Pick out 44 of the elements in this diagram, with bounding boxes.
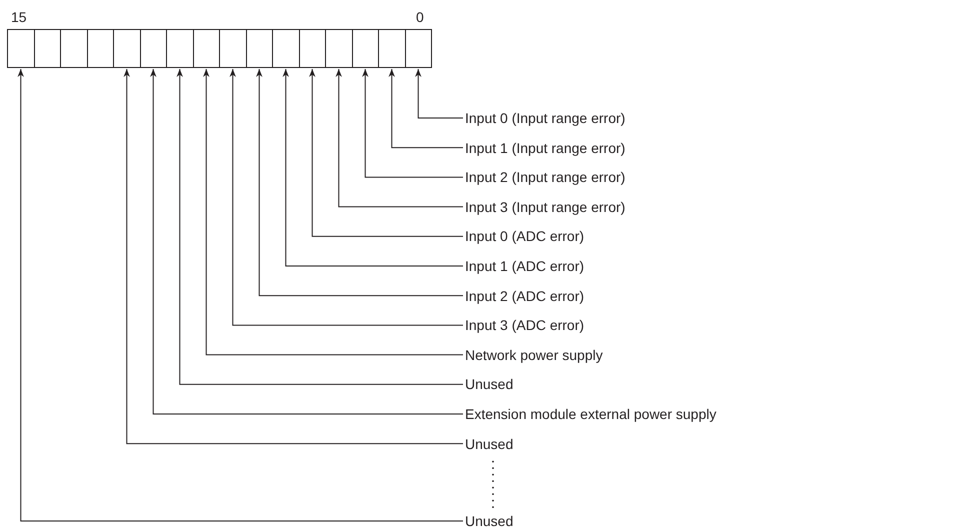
register-bit-cell: [352, 29, 379, 68]
bit-description: Input 2 (ADC error): [465, 288, 584, 304]
register-bit-cell: [246, 29, 273, 68]
register-bit-cell: [7, 29, 34, 68]
register-bit-cell: [113, 29, 140, 68]
bit-description: Unused: [465, 376, 514, 392]
register-bit-cell: [86, 29, 114, 68]
bit-description: Input 2 (Input range error): [465, 169, 626, 186]
bit-number: 0: [416, 9, 424, 25]
register-bit-cell: [166, 29, 194, 68]
register-bit-cell: [140, 29, 167, 68]
leader-arrow: [415, 68, 464, 118]
bit-description: Network power supply: [465, 346, 603, 363]
bit-description: Input 1 (Input range error): [465, 140, 626, 156]
bit-description: Input 3 (ADC error): [465, 317, 584, 334]
register-bit-cell: [325, 29, 352, 68]
leader-arrow: [150, 68, 464, 414]
leader-arrow: [256, 68, 464, 296]
bit-description: Input 0 (ADC error): [465, 228, 584, 244]
leader-arrow: [18, 68, 464, 522]
register-bit-cell: [404, 29, 432, 68]
leader-arrow: [176, 68, 464, 385]
register-bit-cell: [219, 29, 246, 68]
bit-description: Unused: [465, 513, 514, 529]
bit-number: 15: [11, 9, 27, 25]
bit-description: Extension module external power supply: [465, 406, 716, 422]
bit-description: Input 3 (Input range error): [465, 198, 626, 215]
leader-arrow: [362, 68, 464, 178]
register-bit-cell: [192, 29, 220, 68]
leader-arrow: [124, 68, 464, 444]
bit-description: Input 0 (Input range error): [465, 110, 626, 126]
leader-arrow: [336, 68, 464, 208]
register-bit-cell: [298, 29, 326, 68]
register-bit-cell: [60, 29, 88, 68]
bit-description: Unused: [465, 436, 514, 452]
leader-arrow: [230, 68, 464, 326]
register-bit-cell: [34, 29, 61, 68]
leader-arrow: [282, 68, 464, 266]
leader-arrow: [203, 68, 464, 356]
leader-arrow: [309, 68, 464, 237]
register-bit-cell: [272, 29, 300, 68]
register-bit-cell: [378, 29, 406, 68]
bit-description: Input 1 (ADC error): [465, 258, 584, 274]
leader-arrow: [388, 68, 464, 148]
